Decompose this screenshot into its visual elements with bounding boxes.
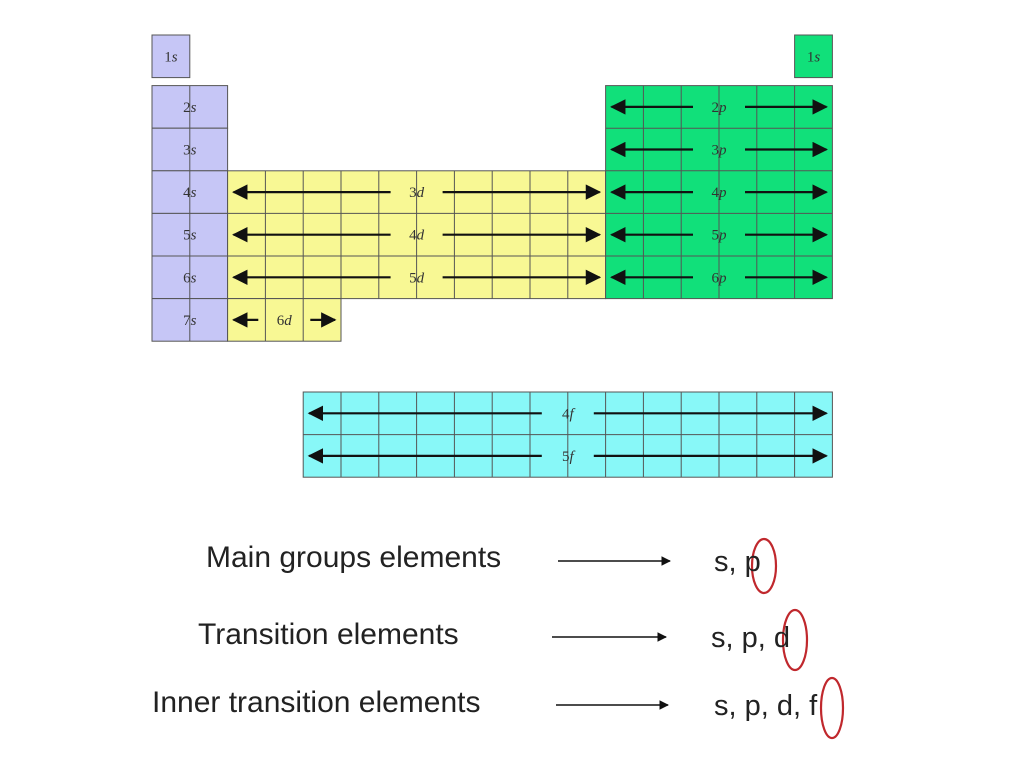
legend-value-circled: p bbox=[744, 546, 761, 578]
legend-label-inner-transition: Inner transition elements bbox=[152, 686, 481, 719]
legend-value-prefix: s, p, bbox=[711, 622, 774, 654]
legend-value-transition: s, p, d bbox=[711, 622, 790, 655]
f-row-4f-label: 4f bbox=[562, 406, 576, 422]
s-block-label-3s: 3s bbox=[183, 143, 197, 159]
s-block: 1s 2s 3s 4s 5s 6s 7s 1s bbox=[151, 34, 833, 342]
legend-value-inner-transition: s, p, d, f bbox=[714, 690, 817, 723]
s-block-label-2s: 2s bbox=[183, 100, 197, 116]
s-block-label-6s: 6s bbox=[183, 270, 197, 286]
legend-label-main-groups: Main groups elements bbox=[206, 541, 502, 574]
p-row-6p-label: 6p bbox=[712, 270, 728, 286]
d-row-3d-label: 3d bbox=[409, 185, 425, 201]
d-row-5d-label: 5d bbox=[409, 270, 425, 286]
s-block-label-5s: 5s bbox=[183, 228, 197, 244]
p-row-3p-label: 3p bbox=[712, 143, 728, 159]
p-block: 2p 3p 4p 5p 6p bbox=[605, 85, 833, 300]
legend-value-prefix: s, bbox=[714, 546, 745, 578]
legend-value-prefix: s, p, d, bbox=[714, 690, 810, 722]
s-block-label-7s: 7s bbox=[183, 313, 197, 329]
f-row-5f-label: 5f bbox=[562, 449, 576, 465]
s-cell-1s bbox=[151, 34, 191, 79]
s-block-label-1s-right: 1s bbox=[807, 49, 821, 65]
s-block-label-1s: 1s bbox=[164, 49, 178, 65]
s-cell-1s-right bbox=[794, 34, 833, 79]
legend-value-circled: d bbox=[773, 622, 790, 654]
d-row-4d-label: 4d bbox=[409, 228, 425, 244]
legend-value-main-groups: s, p bbox=[714, 546, 761, 579]
d-block: 3d 4d 5d 6d bbox=[227, 170, 607, 342]
p-row-4p-label: 4p bbox=[712, 185, 728, 201]
d-row-6d-label: 6d bbox=[277, 313, 293, 329]
legend-value-circled: f bbox=[809, 690, 818, 722]
p-row-5p-label: 5p bbox=[712, 228, 728, 244]
legend-label-transition: Transition elements bbox=[198, 618, 459, 651]
f-block: 4f 5f bbox=[302, 391, 833, 478]
p-row-2p-label: 2p bbox=[712, 100, 728, 116]
s-block-label-4s: 4s bbox=[183, 185, 197, 201]
